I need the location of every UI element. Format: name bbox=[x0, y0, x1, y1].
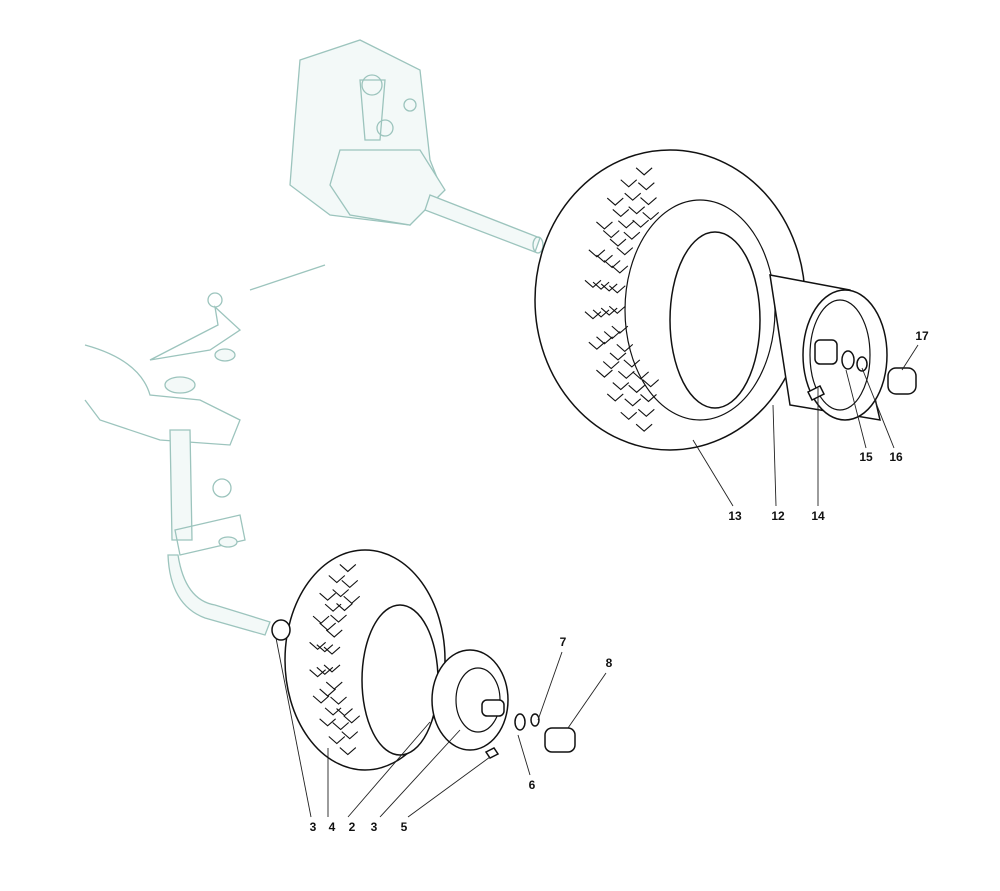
tire-tread-lug bbox=[616, 247, 634, 256]
callout-14: 14 bbox=[811, 509, 825, 523]
tire-tread-lug bbox=[632, 219, 650, 228]
tire-tread-lug bbox=[325, 629, 343, 638]
callout-3a: 3 bbox=[309, 820, 317, 834]
hub-cap-17 bbox=[887, 367, 917, 395]
tire-tread-lug bbox=[309, 641, 326, 651]
tire-tread-lug bbox=[612, 209, 630, 218]
callout-12: 12 bbox=[771, 509, 785, 523]
front-rim bbox=[431, 649, 509, 751]
tire-tread-lug bbox=[624, 192, 642, 201]
tire-tread-lug bbox=[319, 688, 337, 697]
rear-tire bbox=[534, 149, 806, 451]
callout-6: 6 bbox=[528, 778, 536, 792]
tire-tread-lug bbox=[330, 614, 347, 623]
tire-tread-lug bbox=[640, 197, 657, 206]
tire-tread-lug bbox=[623, 231, 641, 240]
tire-tread-lug bbox=[341, 731, 359, 740]
callout-3b: 3 bbox=[370, 820, 378, 834]
tire-tread-lug bbox=[328, 736, 346, 745]
tire-tread-lug bbox=[635, 423, 653, 432]
callout-17: 17 bbox=[915, 329, 929, 343]
tire-tread-lug bbox=[584, 279, 602, 289]
tire-tread-lug bbox=[584, 311, 602, 320]
tire-tread-lug bbox=[588, 249, 606, 258]
tire-tread-lug bbox=[316, 666, 334, 676]
tire-tread-lug bbox=[642, 211, 660, 221]
tire-tread-lug bbox=[602, 361, 620, 370]
tire-tread-lug bbox=[642, 379, 660, 388]
tire-tread-lug bbox=[635, 167, 653, 176]
tire-tread-lug bbox=[343, 595, 361, 604]
callout-15: 15 bbox=[859, 450, 873, 464]
tire-tread-lug bbox=[606, 197, 624, 206]
tire-tread-lug bbox=[319, 718, 336, 727]
bushing-3 bbox=[271, 619, 291, 641]
tire-tread-lug bbox=[324, 603, 342, 612]
callout-7: 7 bbox=[559, 635, 567, 649]
tire-tread-lug bbox=[611, 325, 629, 334]
tire-tread-lug bbox=[603, 260, 621, 269]
callout-13: 13 bbox=[728, 509, 742, 523]
callout-2: 2 bbox=[348, 820, 356, 834]
hub-cap-8 bbox=[544, 727, 576, 753]
tire-tread-lug bbox=[637, 182, 655, 191]
tire-tread-lug bbox=[612, 382, 630, 391]
tire-tread-lug bbox=[608, 305, 626, 314]
steering-ghost bbox=[84, 264, 326, 636]
tire-tread-lug bbox=[596, 336, 613, 345]
tire-tread-lug bbox=[312, 695, 330, 704]
rear-wheel-assembly bbox=[534, 149, 917, 451]
tire-tread-lug bbox=[637, 408, 655, 418]
tire-tread-lug bbox=[343, 715, 361, 724]
tire-tread-lug bbox=[611, 265, 629, 274]
tire-tread-lug bbox=[596, 221, 613, 230]
tire-tread-lug bbox=[628, 384, 646, 394]
callout-8: 8 bbox=[605, 656, 613, 670]
tire-tread-lug bbox=[596, 369, 613, 378]
tire-tread-lug bbox=[339, 747, 357, 756]
tire-tread-lug bbox=[624, 398, 642, 407]
tire-tread-lug bbox=[609, 238, 627, 247]
tire-tread-lug bbox=[325, 681, 343, 690]
tire-tread-lug bbox=[330, 696, 347, 705]
tire-tread-lug bbox=[623, 359, 641, 368]
tire-tread-lug bbox=[602, 230, 620, 239]
tire-tread-lug bbox=[332, 589, 350, 598]
tire-tread-lug bbox=[336, 708, 353, 717]
callout-4: 4 bbox=[328, 820, 336, 834]
tire-tread-lug bbox=[616, 343, 634, 353]
leader-lines bbox=[275, 344, 919, 818]
front-wheel-assembly bbox=[271, 549, 576, 771]
tire-tread-lug bbox=[596, 254, 613, 263]
tire-tread-lug bbox=[603, 331, 621, 340]
tire-tread-lug bbox=[617, 220, 635, 229]
tire-tread-lug bbox=[609, 352, 627, 361]
tire-tread-lug bbox=[632, 371, 650, 380]
tire-tread-lug bbox=[617, 370, 635, 379]
tire-tread-lug bbox=[332, 722, 350, 731]
tire-tread-lug bbox=[319, 592, 336, 601]
callout-5: 5 bbox=[400, 820, 408, 834]
tire-tread-lug bbox=[606, 393, 624, 402]
callout-16: 16 bbox=[889, 450, 903, 464]
tire-tread-lug bbox=[588, 341, 606, 350]
tire-tread-lug bbox=[328, 575, 346, 584]
tire-tread-lug bbox=[339, 564, 357, 573]
tire-tread-lug bbox=[600, 307, 618, 316]
tire-tread-lug bbox=[341, 579, 359, 589]
tire-tread-lug bbox=[628, 206, 646, 215]
transaxle-ghost bbox=[289, 39, 544, 254]
tire-tread-lug bbox=[620, 179, 638, 188]
tire-tread-lug bbox=[309, 669, 326, 678]
tire-tread-lug bbox=[620, 411, 638, 420]
tire-tread-lug bbox=[319, 622, 337, 631]
tire-tread-lug bbox=[640, 394, 657, 403]
tire-tread-lug bbox=[592, 309, 610, 318]
tire-tread-lug bbox=[312, 615, 330, 624]
tire-tread-lug bbox=[323, 664, 341, 673]
